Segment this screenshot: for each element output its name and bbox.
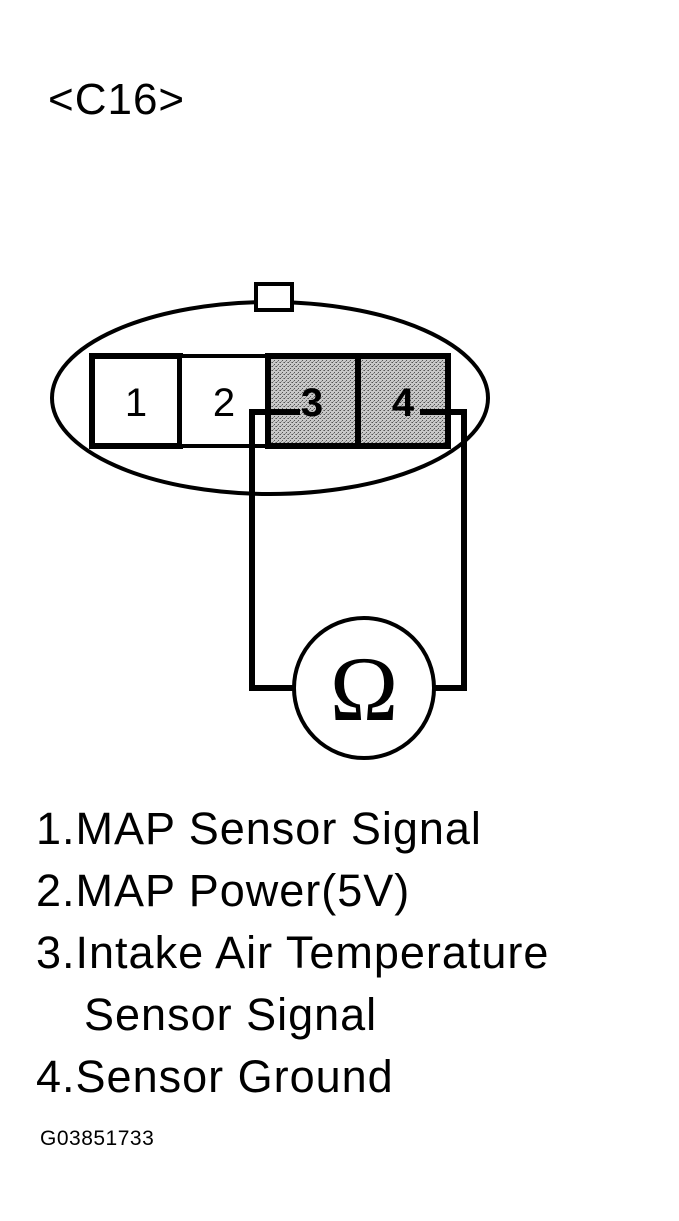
legend-item-3-continuation: Sensor Signal (84, 989, 378, 1040)
legend-item-1: 1.MAP Sensor Signal (36, 803, 482, 854)
figure-id: G03851733 (40, 1127, 155, 1150)
pin-4-label: 4 (392, 381, 415, 425)
ohm-symbol: Ω (330, 638, 398, 740)
ohmmeter-icon (292, 616, 436, 760)
legend-item-2: 2.MAP Power(5V) (36, 865, 411, 916)
pin-2-label: 2 (213, 381, 235, 425)
legend-item-4: 4.Sensor Ground (36, 1051, 394, 1102)
pin-4-cell (355, 353, 451, 449)
pin-3-label: 3 (301, 381, 323, 425)
legend-item-3: 3.Intake Air Temperature (36, 927, 550, 978)
pin-1-label: 1 (125, 381, 147, 425)
connector-diagram: 1 2 3 4 Ω (50, 282, 490, 760)
test-lead-right (420, 409, 467, 691)
pin-1-cell (89, 353, 183, 449)
connector-lock-tab (254, 282, 294, 312)
test-lead-left (249, 409, 300, 691)
pin-legend: 1.MAP Sensor Signal 2.MAP Power(5V) 3.In… (36, 798, 549, 1108)
connector-id-label: <C16> (48, 75, 186, 124)
